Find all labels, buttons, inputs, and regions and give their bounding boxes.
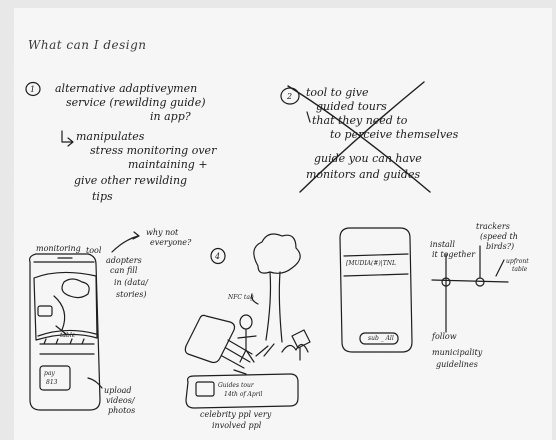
nfc-tag-label: NFC tag <box>228 294 254 301</box>
idea1-line6: maintaining + <box>128 158 208 171</box>
tour-card-line2: 14th of April <box>224 391 262 398</box>
idea2-line4: to perceive themselves <box>330 128 458 141</box>
page-title: What can I design <box>28 39 147 52</box>
idea1-line1: alternative adaptiveymen <box>55 82 197 95</box>
follow-note-2: municipality <box>432 348 482 357</box>
idea1-line8: tips <box>92 190 113 203</box>
adopters-note-3: in (data/ <box>114 278 148 287</box>
adopters-note-4: stories) <box>116 290 146 299</box>
upfront-note-2: table <box>512 266 527 273</box>
why-not-2: everyone? <box>150 238 191 247</box>
adopters-note-1: adopters <box>106 256 142 265</box>
monitoring-table-tag: table <box>60 332 75 339</box>
upload-note-1: upload <box>104 386 132 395</box>
follow-note-3: guidelines <box>436 360 478 369</box>
monitoring-box-line1: pay <box>44 370 55 377</box>
idea2-line5: guide you can have <box>314 152 422 165</box>
paper-sheet <box>14 8 552 440</box>
tour-caption-2: involved ppl <box>212 421 261 430</box>
idea4-number: 4 <box>215 252 220 261</box>
idea1-number: 1 <box>30 85 35 94</box>
app-phone-button-text: sub _ All <box>368 335 394 342</box>
idea1-line4: manipulates <box>76 130 144 143</box>
install-note-2: it together <box>432 250 475 259</box>
upload-note-2: videos/ <box>106 396 135 405</box>
tracker-note-1: trackers <box>476 222 510 231</box>
idea2-line3: that they need to <box>312 114 407 127</box>
install-note-1: install <box>430 240 455 249</box>
app-phone-header-text: [MUDIA(#)|TNL <box>346 260 396 267</box>
tracker-note-2: (speed th <box>480 232 518 241</box>
adopters-note-2: can fill <box>110 266 137 275</box>
why-not-1: why not <box>146 228 178 237</box>
idea2-number: 2 <box>287 92 292 101</box>
idea1-line7: give other rewilding <box>74 174 187 187</box>
monitoring-label-tool: tool <box>86 246 101 255</box>
idea1-line3: in app? <box>150 110 191 123</box>
idea1-line2: service (rewilding guide) <box>66 96 206 109</box>
idea1-line5: stress monitoring over <box>90 144 216 157</box>
upfront-note-1: upfront <box>506 258 529 265</box>
idea2-line2: guided tours <box>316 100 387 113</box>
idea2-line6: monitors and guides <box>306 168 420 181</box>
monitoring-label: monitoring <box>36 244 81 253</box>
tracker-note-3: birds?) <box>486 242 514 251</box>
tour-card-line1: Guides tour <box>218 382 254 389</box>
monitoring-box-line2: 813 <box>46 379 57 386</box>
tour-caption-1: celebrity ppl very <box>200 410 271 419</box>
follow-note-1: follow <box>432 332 457 341</box>
idea2-line1: tool to give <box>306 86 369 99</box>
upload-note-3: photos <box>108 406 135 415</box>
